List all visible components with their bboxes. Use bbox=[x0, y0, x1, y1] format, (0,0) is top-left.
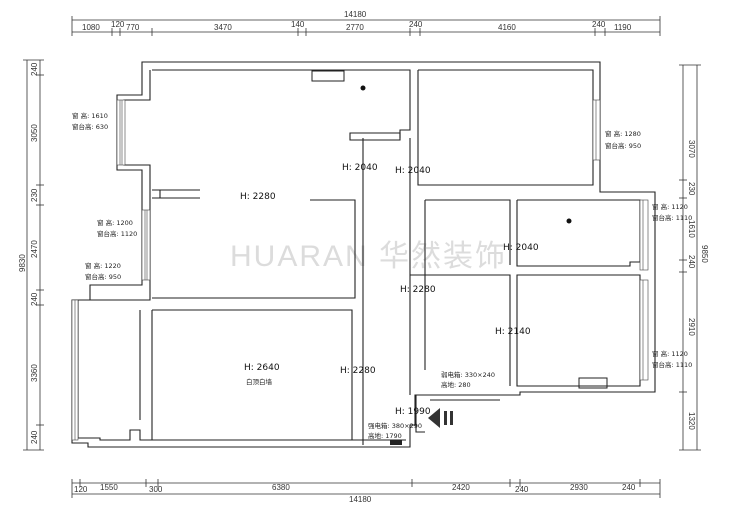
top-dim-7: 240 bbox=[409, 20, 423, 29]
watermark: HUARAN 华然装饰 bbox=[230, 240, 507, 273]
bottom-dim-3: 300 bbox=[149, 485, 163, 494]
left-dim-4: 2470 bbox=[30, 240, 39, 258]
window-3-sill: 窗台高: 950 bbox=[85, 272, 121, 281]
bottom-dim-7: 2930 bbox=[570, 483, 588, 492]
left-total-dim: 9830 bbox=[18, 254, 27, 272]
top-total-dim: 14180 bbox=[344, 10, 367, 19]
ceiling-light-dot bbox=[360, 85, 366, 91]
window-1-sill: 窗台高: 630 bbox=[72, 122, 108, 131]
strong-box-height: 高地: 1790 bbox=[368, 431, 402, 440]
height-label-hall: H: 2280 bbox=[400, 285, 436, 295]
top-dim-2: 120 bbox=[111, 20, 125, 29]
right-dim-5: 2910 bbox=[687, 318, 696, 336]
left-dim-1: 240 bbox=[30, 62, 39, 76]
window-2-sill: 窗台高: 1120 bbox=[97, 229, 137, 238]
top-dim-1: 1080 bbox=[82, 23, 100, 32]
height-label-corridor-a: H: 2040 bbox=[342, 163, 378, 173]
left-dim-6: 3360 bbox=[30, 364, 39, 382]
weak-box-label: 弱电箱: 330×240 bbox=[441, 370, 495, 379]
height-label-room-right: H: 2140 bbox=[495, 327, 531, 337]
top-dim-5: 140 bbox=[291, 20, 305, 29]
height-label-living-top: H: 2280 bbox=[240, 192, 276, 202]
ceiling-note: 白顶白墙 bbox=[246, 377, 273, 386]
bottom-dim-2: 1550 bbox=[100, 483, 118, 492]
top-dimension-line bbox=[71, 16, 661, 36]
bottom-dim-8: 240 bbox=[622, 483, 636, 492]
bottom-total-dim: 14180 bbox=[349, 495, 372, 504]
left-dim-7: 240 bbox=[30, 430, 39, 444]
wall-fills bbox=[311, 70, 608, 445]
window-5-sill: 窗台高: 1110 bbox=[652, 213, 692, 222]
strong-box-label: 强电箱: 380×290 bbox=[368, 421, 422, 430]
right-dimension-line bbox=[679, 64, 701, 451]
window-6-sill: 窗台高: 1110 bbox=[652, 360, 692, 369]
window-3-height: 窗 高: 1220 bbox=[85, 261, 121, 270]
window-6-height: 窗 高: 1120 bbox=[652, 349, 688, 358]
left-dim-3: 230 bbox=[30, 188, 39, 202]
right-dim-4: 240 bbox=[687, 255, 696, 269]
left-dimension-line bbox=[23, 59, 44, 451]
height-label-living-bottom: H: 2640 bbox=[244, 363, 280, 373]
windows bbox=[71, 99, 649, 441]
window-1-height: 窗 高: 1610 bbox=[72, 111, 108, 120]
top-dim-8: 4160 bbox=[498, 23, 516, 32]
weak-box-height: 高地: 280 bbox=[441, 380, 471, 389]
walls bbox=[71, 61, 656, 448]
window-4-sill: 窗台高: 950 bbox=[605, 141, 641, 150]
ceiling-light-dot bbox=[566, 218, 572, 224]
window-2-height: 窗 高: 1200 bbox=[97, 218, 133, 227]
window-5-height: 窗 高: 1120 bbox=[652, 202, 688, 211]
top-dim-3: 770 bbox=[126, 23, 140, 32]
height-label-entry-hall: H: 2280 bbox=[340, 366, 376, 376]
right-dim-1: 3070 bbox=[687, 140, 696, 158]
window-4-height: 窗 高: 1280 bbox=[605, 129, 641, 138]
right-dim-6: 1320 bbox=[687, 412, 696, 430]
height-label-entry: H: 1990 bbox=[395, 407, 431, 417]
left-dim-5: 240 bbox=[30, 292, 39, 306]
top-dim-10: 1190 bbox=[614, 23, 632, 32]
bottom-dim-1: 120 bbox=[74, 485, 88, 494]
right-dim-3: 1610 bbox=[687, 220, 696, 238]
top-dim-4: 3470 bbox=[214, 23, 232, 32]
bottom-dim-5: 2420 bbox=[452, 483, 470, 492]
left-dim-2: 3050 bbox=[30, 124, 39, 142]
entry-arrow-icon bbox=[428, 408, 453, 428]
top-dim-9: 240 bbox=[592, 20, 606, 29]
right-total-dim: 9850 bbox=[700, 245, 709, 263]
bottom-dim-4: 6380 bbox=[272, 483, 290, 492]
top-dim-6: 2770 bbox=[346, 23, 364, 32]
right-dim-2: 230 bbox=[687, 182, 696, 196]
bottom-dim-6: 240 bbox=[515, 485, 529, 494]
height-label-corridor-b: H: 2040 bbox=[395, 166, 431, 176]
height-label-bedroom-mid: H: 2040 bbox=[503, 243, 539, 253]
bottom-dimension-line bbox=[71, 479, 661, 498]
